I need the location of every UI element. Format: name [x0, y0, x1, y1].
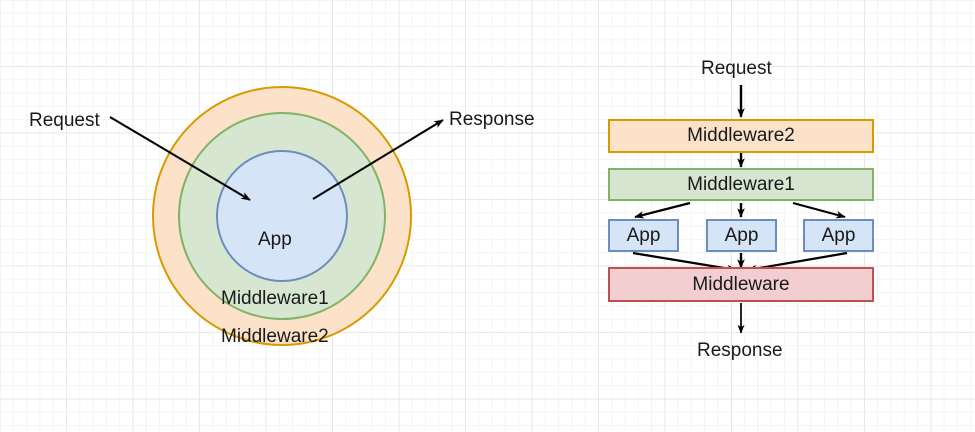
mw1-to-app-left-arrow [634, 201, 691, 219]
circle-app [216, 150, 348, 282]
box-middleware[interactable]: Middleware [608, 267, 874, 302]
box-middleware1[interactable]: Middleware1 [608, 168, 874, 201]
left-response-label: Response [449, 109, 535, 130]
box-middleware2[interactable]: Middleware2 [608, 119, 874, 153]
box-app-left[interactable]: App [608, 219, 679, 252]
mw1-to-app-right-arrow [792, 201, 846, 219]
left-request-label: Request [29, 110, 100, 131]
right-request-label: Request [701, 58, 772, 79]
circle-app-label: App [258, 229, 292, 250]
box-app-center[interactable]: App [706, 219, 777, 252]
circle-middleware1-label: Middleware1 [221, 288, 329, 309]
right-response-label: Response [697, 340, 783, 361]
box-app-right[interactable]: App [803, 219, 874, 252]
circle-middleware2-label: Middleware2 [221, 326, 329, 347]
